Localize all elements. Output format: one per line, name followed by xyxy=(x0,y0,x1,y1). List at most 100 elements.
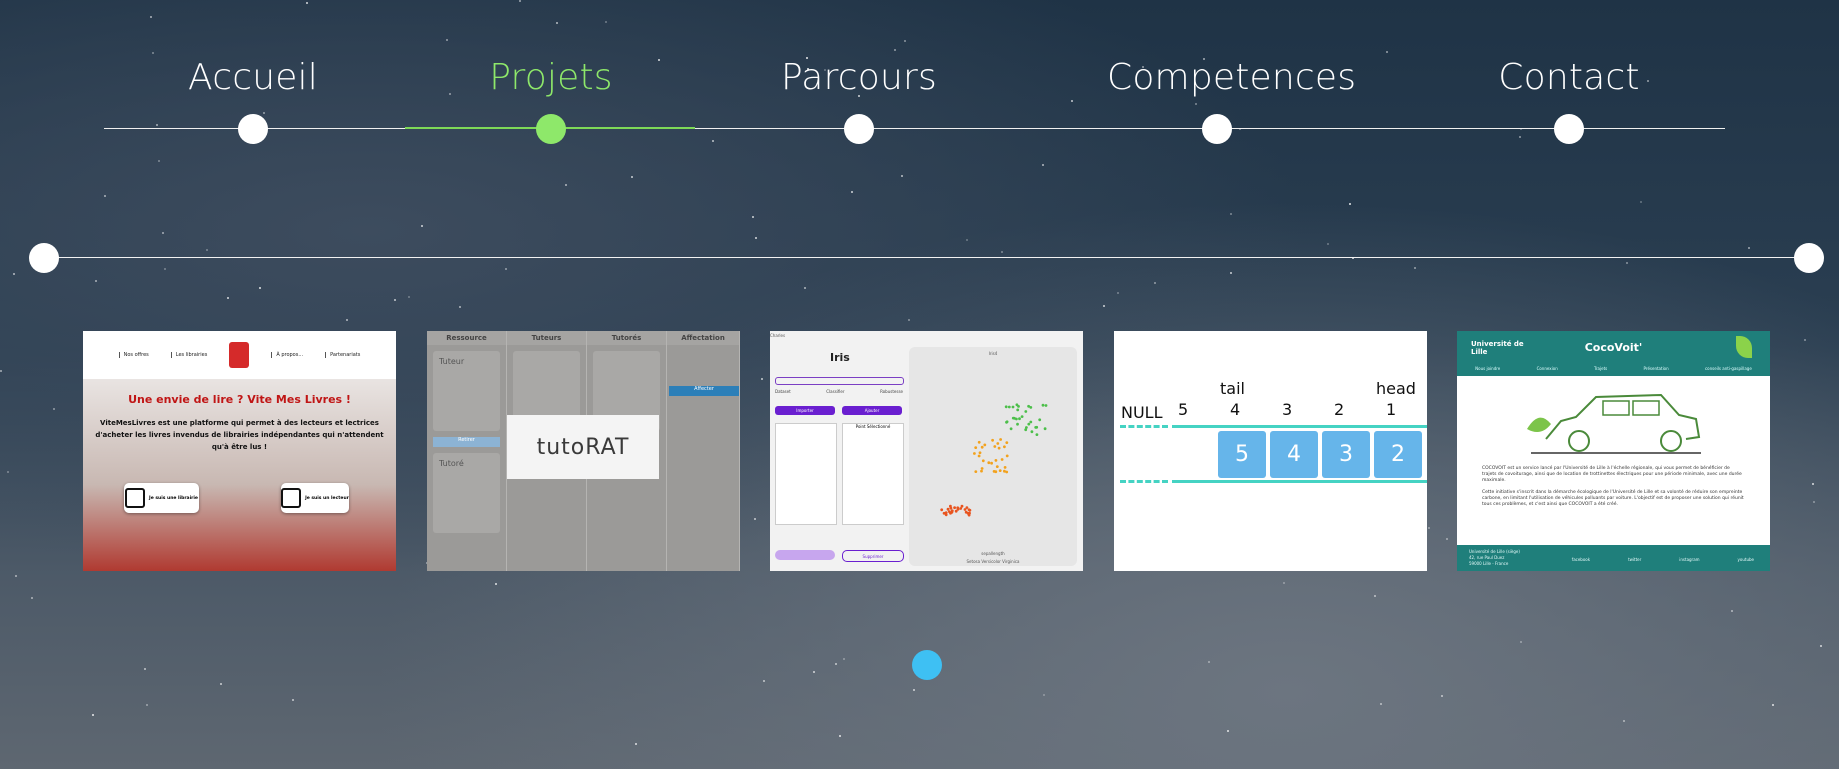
scatter-point xyxy=(1003,445,1006,449)
scatter-point xyxy=(1000,458,1004,461)
card-headline: Une envie de lire ? Vite Mes Livres ! xyxy=(128,393,351,406)
scatter-point xyxy=(1016,408,1020,412)
scatter-point xyxy=(1011,405,1015,409)
scatter-point xyxy=(980,469,983,473)
nav-dot[interactable] xyxy=(1554,114,1584,144)
nav-item-contact[interactable]: Contact xyxy=(1459,0,1679,144)
nav-item-parcours[interactable]: Parcours xyxy=(749,0,969,144)
scatter-point xyxy=(993,445,997,448)
card-site-header: Nos offres Les librairies À propos... Pa… xyxy=(83,331,396,379)
site-footer: Université de Lille (siège) 42, rue Paul… xyxy=(1457,545,1770,571)
scatter-point xyxy=(1043,427,1047,431)
scatter-point xyxy=(1038,418,1042,422)
column: Affectation Affecter xyxy=(667,331,740,571)
nav-item-accueil[interactable]: Accueil xyxy=(143,0,363,144)
site-header: Université de Lille CocoVoit' Nous joind… xyxy=(1457,331,1770,376)
project-card-tutorat[interactable]: Ressource Tuteur Retirer Tutoré Tuteurs … xyxy=(427,331,740,571)
data-list xyxy=(775,423,837,525)
scatter-plot xyxy=(940,403,1048,517)
list-node: 4 xyxy=(1270,431,1318,478)
scatter-point xyxy=(983,443,987,447)
scatter-point xyxy=(1004,405,1008,409)
range-slider-handle-right[interactable] xyxy=(1794,243,1824,273)
range-slider-handle-left[interactable] xyxy=(29,243,59,273)
menu-item: conseils anti-gaspillage xyxy=(1704,366,1752,371)
scatter-point xyxy=(967,513,971,517)
scatter-point xyxy=(1027,422,1031,426)
column: Ressource Tuteur Retirer Tutoré xyxy=(427,331,507,571)
delete-button: Supprimer xyxy=(842,550,904,562)
index-label: 3 xyxy=(1282,400,1293,419)
button-label: Je suis un lecteur xyxy=(305,495,349,501)
scatter-point xyxy=(1005,441,1009,444)
menu-item: Trajets xyxy=(1594,366,1608,371)
reader-button: Je suis un lecteur xyxy=(281,483,349,513)
list-title: Point Sélectionné xyxy=(855,424,891,429)
scatter-point xyxy=(1009,427,1013,431)
scatter-point xyxy=(1003,466,1007,469)
nav-dot[interactable] xyxy=(1202,114,1232,144)
site-menu: Nous joindre Connexion Trajets Présentat… xyxy=(1457,366,1770,371)
card-description: ViteMesLivres est une platforme qui perm… xyxy=(95,419,384,451)
project-card-vitemeslivres[interactable]: Nos offres Les librairies À propos... Pa… xyxy=(83,331,396,571)
button-label: Je suis une librairie xyxy=(149,495,198,501)
block-label: Tutoré xyxy=(439,459,464,468)
nav-label: Competences xyxy=(1107,57,1357,98)
scatter-point xyxy=(980,467,984,470)
scatter-plot-panel: Iris4 sepallength Setosa Versicolor Virg… xyxy=(909,347,1077,566)
rail xyxy=(1172,425,1427,428)
scatter-point xyxy=(995,465,999,468)
scatter-point xyxy=(1018,417,1021,421)
plot-title: Iris4 xyxy=(988,351,998,356)
dashed-rail xyxy=(1120,480,1168,483)
book-logo-icon xyxy=(229,342,250,368)
nav-label: Projets xyxy=(489,57,613,98)
paragraph: COCOVOIT est un service lancé par l'Univ… xyxy=(1482,466,1742,483)
add-button: Ajouter xyxy=(842,406,902,415)
project-card-iris[interactable]: Charles Iris Dataset Classifier Robustes… xyxy=(770,331,1083,571)
scatter-point xyxy=(1016,422,1019,426)
tab-label: Dataset xyxy=(775,389,791,394)
block-label: Tuteur xyxy=(439,357,465,366)
scatter-point xyxy=(960,504,964,508)
scatter-point xyxy=(1035,425,1039,429)
scatter-point xyxy=(1035,433,1039,436)
scatter-point xyxy=(964,510,968,514)
range-slider-track[interactable] xyxy=(44,257,1809,258)
footer-link: youtube xyxy=(1737,557,1754,562)
nav-item-projets[interactable]: Projets xyxy=(441,0,661,144)
nav-item-competences[interactable]: Competences xyxy=(1107,0,1357,144)
scatter-point xyxy=(974,446,978,449)
scatter-point xyxy=(959,507,963,510)
nav-dot-active[interactable] xyxy=(536,114,566,144)
nav-label: Contact xyxy=(1498,57,1640,98)
footer-address: Université de Lille (siège) 42, rue Paul… xyxy=(1469,549,1520,566)
scatter-point xyxy=(940,508,944,512)
nav-timeline xyxy=(104,128,1725,129)
scatter-point xyxy=(994,470,998,474)
project-card-linked-list[interactable]: NULL tail head 5 4 3 2 1 5 4 3 2 xyxy=(1114,331,1427,571)
menu-item: Nous joindre xyxy=(1475,366,1501,371)
nav-dot[interactable] xyxy=(238,114,268,144)
carousel-page-dot[interactable] xyxy=(912,650,942,680)
tab-label: Robustesse xyxy=(880,389,903,394)
tail-label: tail xyxy=(1220,379,1245,398)
scatter-point xyxy=(944,513,948,517)
selected-point-list: Point Sélectionné xyxy=(842,423,904,525)
footer-link: instagram xyxy=(1679,557,1700,562)
menu-item: À propos... xyxy=(271,352,303,358)
scatter-point xyxy=(978,451,982,455)
nav-dot[interactable] xyxy=(844,114,874,144)
scatter-point xyxy=(1027,404,1030,408)
form-block: Tutoré xyxy=(433,453,500,533)
scatter-point xyxy=(1044,404,1048,407)
list-node: 3 xyxy=(1322,431,1370,478)
project-card-cocovoit[interactable]: Université de Lille CocoVoit' Nous joind… xyxy=(1457,331,1770,571)
scatter-point xyxy=(1005,420,1008,424)
scatter-point xyxy=(1030,430,1034,434)
main-nav: Accueil Projets Parcours Competences Con… xyxy=(0,0,1839,150)
column-header: Tutorés xyxy=(587,331,666,345)
list-node: 5 xyxy=(1218,431,1266,478)
scatter-point xyxy=(953,506,956,510)
scatter-point xyxy=(1005,454,1009,458)
